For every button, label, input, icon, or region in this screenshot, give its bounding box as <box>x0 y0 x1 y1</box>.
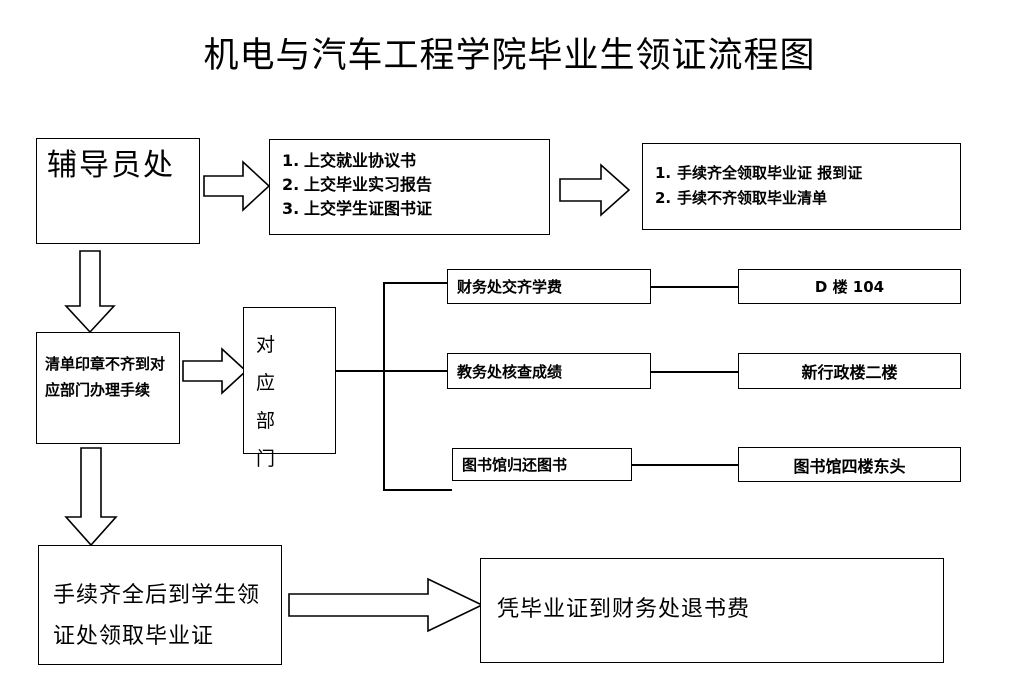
dept-task-label-2: 教务处核查成绩 <box>457 362 563 381</box>
node-incomplete-stamp-line1: 清单印章不齐到对 <box>45 355 166 373</box>
arrow-incomplete-to-dept <box>182 347 248 395</box>
list-item-label: 上交毕业实习报告 <box>304 175 433 194</box>
dept-location-label-1: D 楼 104 <box>814 278 885 296</box>
dept-location-box-1[interactable]: D 楼 104 <box>738 269 961 304</box>
list-item-label: 上交学生证图书证 <box>304 199 433 218</box>
node-refund-book-fee-label: 凭毕业证到财务处退书费 <box>497 597 751 622</box>
node-counselor-office-label: 辅导员处 <box>47 148 175 183</box>
collect-certificates-list: 1. 手续齐全领取毕业证 报到证 2. 手续不齐领取毕业清单 <box>655 161 955 211</box>
node-corresponding-department-line2: 部 门 <box>256 410 290 470</box>
connector-dept-stub <box>336 370 384 372</box>
dept-task-label-1: 财务处交齐学费 <box>457 278 563 296</box>
list-item-label: 上交就业协议书 <box>304 151 417 170</box>
list-item-number: 2. <box>282 175 300 194</box>
dept-location-label-3: 图书馆四楼东头 <box>793 456 906 476</box>
list-item: 2. 手续不齐领取毕业清单 <box>655 186 955 211</box>
list-item: 1. 手续齐全领取毕业证 报到证 <box>655 161 955 186</box>
connector-branch-3 <box>383 489 452 491</box>
node-final-collection-text: 手续齐全后到学生领 证处领取毕业证 <box>53 575 273 657</box>
connector-dept-spine <box>383 282 385 490</box>
node-counselor-office[interactable]: 辅导员处 <box>36 138 200 244</box>
node-submit-documents[interactable]: 1. 上交就业协议书 2. 上交毕业实习报告 3. 上交学生证图书证 <box>269 139 550 235</box>
list-item-number: 1. <box>655 164 672 182</box>
connector-task-to-location-2 <box>651 371 738 373</box>
arrow-counselor-to-submit <box>203 158 271 214</box>
node-final-collection[interactable]: 手续齐全后到学生领 证处领取毕业证 <box>38 545 282 665</box>
arrow-incomplete-to-final <box>62 447 120 547</box>
dept-task-box-3[interactable]: 图书馆归还图书 <box>452 448 632 481</box>
arrow-submit-to-collect <box>559 161 631 219</box>
dept-location-label-2: 新行政楼二楼 <box>801 363 898 382</box>
node-incomplete-stamp-line2: 应部门办理手续 <box>45 381 151 399</box>
node-incomplete-stamp[interactable]: 清单印章不齐到对 应部门办理手续 <box>36 332 180 444</box>
node-corresponding-department-line1: 对 应 <box>256 334 290 394</box>
dept-location-box-2[interactable]: 新行政楼二楼 <box>738 353 961 389</box>
node-refund-book-fee[interactable]: 凭毕业证到财务处退书费 <box>480 558 944 663</box>
list-item-label: 手续齐全领取毕业证 报到证 <box>677 164 863 182</box>
submit-documents-list: 1. 上交就业协议书 2. 上交毕业实习报告 3. 上交学生证图书证 <box>282 149 542 221</box>
node-incomplete-stamp-text: 清单印章不齐到对 应部门办理手续 <box>45 351 175 403</box>
connector-task-to-location-3 <box>632 464 738 466</box>
dept-task-box-1[interactable]: 财务处交齐学费 <box>447 269 651 304</box>
list-item-number: 3. <box>282 199 300 218</box>
dept-task-label-3: 图书馆归还图书 <box>462 456 568 474</box>
node-corresponding-department-text: 对 应 部 门 <box>256 326 334 478</box>
list-item-number: 2. <box>655 189 672 207</box>
list-item: 3. 上交学生证图书证 <box>282 197 542 221</box>
page-title: 机电与汽车工程学院毕业生领证流程图 <box>203 36 816 76</box>
list-item: 2. 上交毕业实习报告 <box>282 173 542 197</box>
connector-task-to-location-1 <box>651 286 738 288</box>
dept-task-box-2[interactable]: 教务处核查成绩 <box>447 353 651 389</box>
list-item-number: 1. <box>282 151 300 170</box>
arrow-final-to-refund <box>288 577 484 633</box>
list-item: 1. 上交就业协议书 <box>282 149 542 173</box>
node-final-collection-line2: 证处领取毕业证 <box>53 624 215 649</box>
node-final-collection-line1: 手续齐全后到学生领 <box>53 583 261 608</box>
arrow-counselor-to-incomplete <box>62 250 118 334</box>
list-item-label: 手续不齐领取毕业清单 <box>677 189 828 207</box>
connector-branch-1 <box>383 282 447 284</box>
node-collect-certificates[interactable]: 1. 手续齐全领取毕业证 报到证 2. 手续不齐领取毕业清单 <box>642 143 961 230</box>
connector-branch-2 <box>383 370 447 372</box>
dept-location-box-3[interactable]: 图书馆四楼东头 <box>738 447 961 482</box>
node-corresponding-department[interactable]: 对 应 部 门 <box>243 307 336 470</box>
